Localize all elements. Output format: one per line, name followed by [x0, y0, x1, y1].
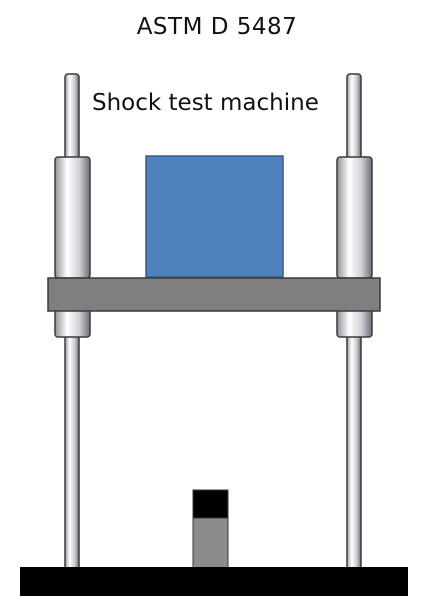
left-lower-sleeve — [54, 307, 91, 338]
programmer-cap — [192, 489, 229, 519]
programmer-body — [192, 517, 229, 569]
right-lower-sleeve — [336, 307, 373, 338]
test-specimen-box — [145, 155, 284, 278]
drop-table-carriage — [47, 277, 381, 312]
left-upper-sleeve — [54, 156, 91, 279]
diagram-subtitle: Shock test machine — [92, 90, 319, 116]
right-upper-sleeve — [336, 156, 373, 279]
diagram-title: ASTM D 5487 — [136, 14, 298, 40]
machine-base — [20, 567, 408, 596]
